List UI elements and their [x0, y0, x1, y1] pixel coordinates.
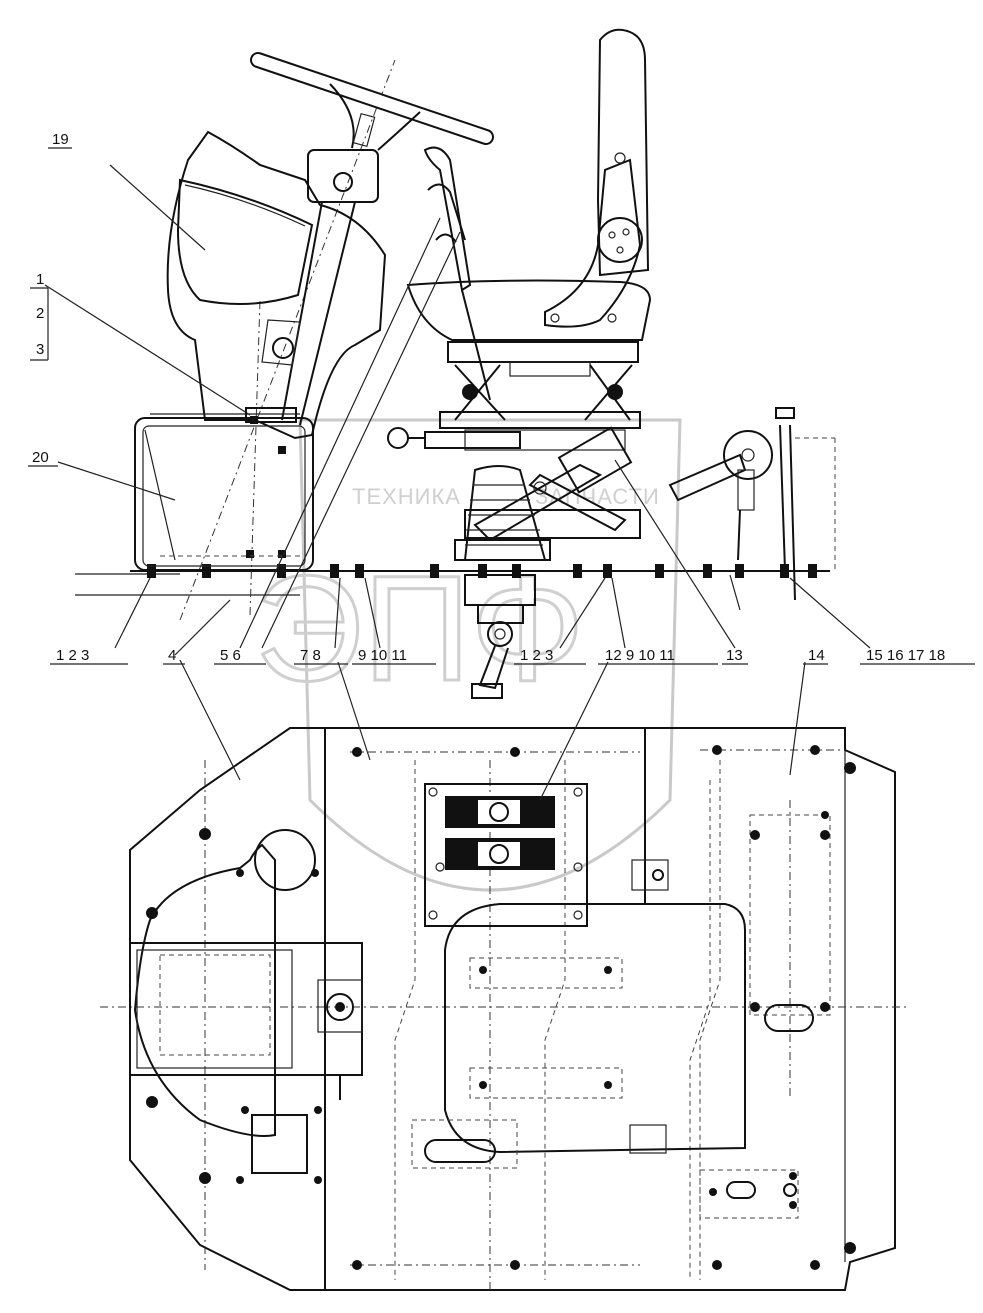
- callout-1-top: 1: [36, 271, 44, 288]
- watermark-text-left: ТЕХНИКА: [352, 484, 461, 509]
- control-unit-plate: [424, 783, 588, 927]
- callout-3-top: 3: [36, 341, 44, 358]
- callout-group-15-16-17-18: 15 16 17 18: [866, 647, 945, 664]
- plan-leaders: [179, 659, 806, 801]
- callout-group-1-2-3-left: 1 2 3: [56, 647, 89, 664]
- operator-seat: [406, 28, 652, 341]
- callout-group-12-9-10-11: 12 9 10 11: [605, 647, 675, 664]
- callout-19: 19: [52, 131, 69, 148]
- pedal-cutouts: [699, 814, 831, 1219]
- seat-suspension: [439, 341, 641, 451]
- steering-column: [261, 149, 379, 426]
- callout-group-5-6: 5 6: [220, 647, 241, 664]
- callout-labels: 19 1 2 3 20 1 2 3 4 5 6 7 8 9 10 11 1 2 …: [28, 131, 975, 665]
- console-cutout: [129, 829, 363, 1174]
- callout-14: 14: [808, 647, 825, 664]
- control-bellows: [454, 465, 551, 561]
- plan-view: [100, 659, 910, 1291]
- callout-20: 20: [32, 449, 49, 466]
- callout-group-1-2-3-mid: 1 2 3: [520, 647, 553, 664]
- callout-4: 4: [168, 647, 176, 664]
- dashboard-panel: [166, 130, 387, 440]
- seat-footprint: [411, 859, 746, 1169]
- support-frame: [134, 407, 314, 571]
- plan-bolt-holes: [146, 745, 856, 1270]
- seat-base-linkage: [387, 426, 641, 542]
- steering-wheel: [250, 52, 494, 151]
- callout-13: 13: [726, 647, 743, 664]
- side-leaders: [44, 164, 871, 656]
- callout-group-9-10-11-left: 9 10 11: [358, 647, 407, 664]
- pedal-assembly: [668, 407, 836, 611]
- side-view: [44, 28, 871, 699]
- under-floor-mechanism: [464, 574, 536, 699]
- callout-2-top: 2: [36, 305, 44, 322]
- callout-group-7-8: 7 8: [300, 647, 321, 664]
